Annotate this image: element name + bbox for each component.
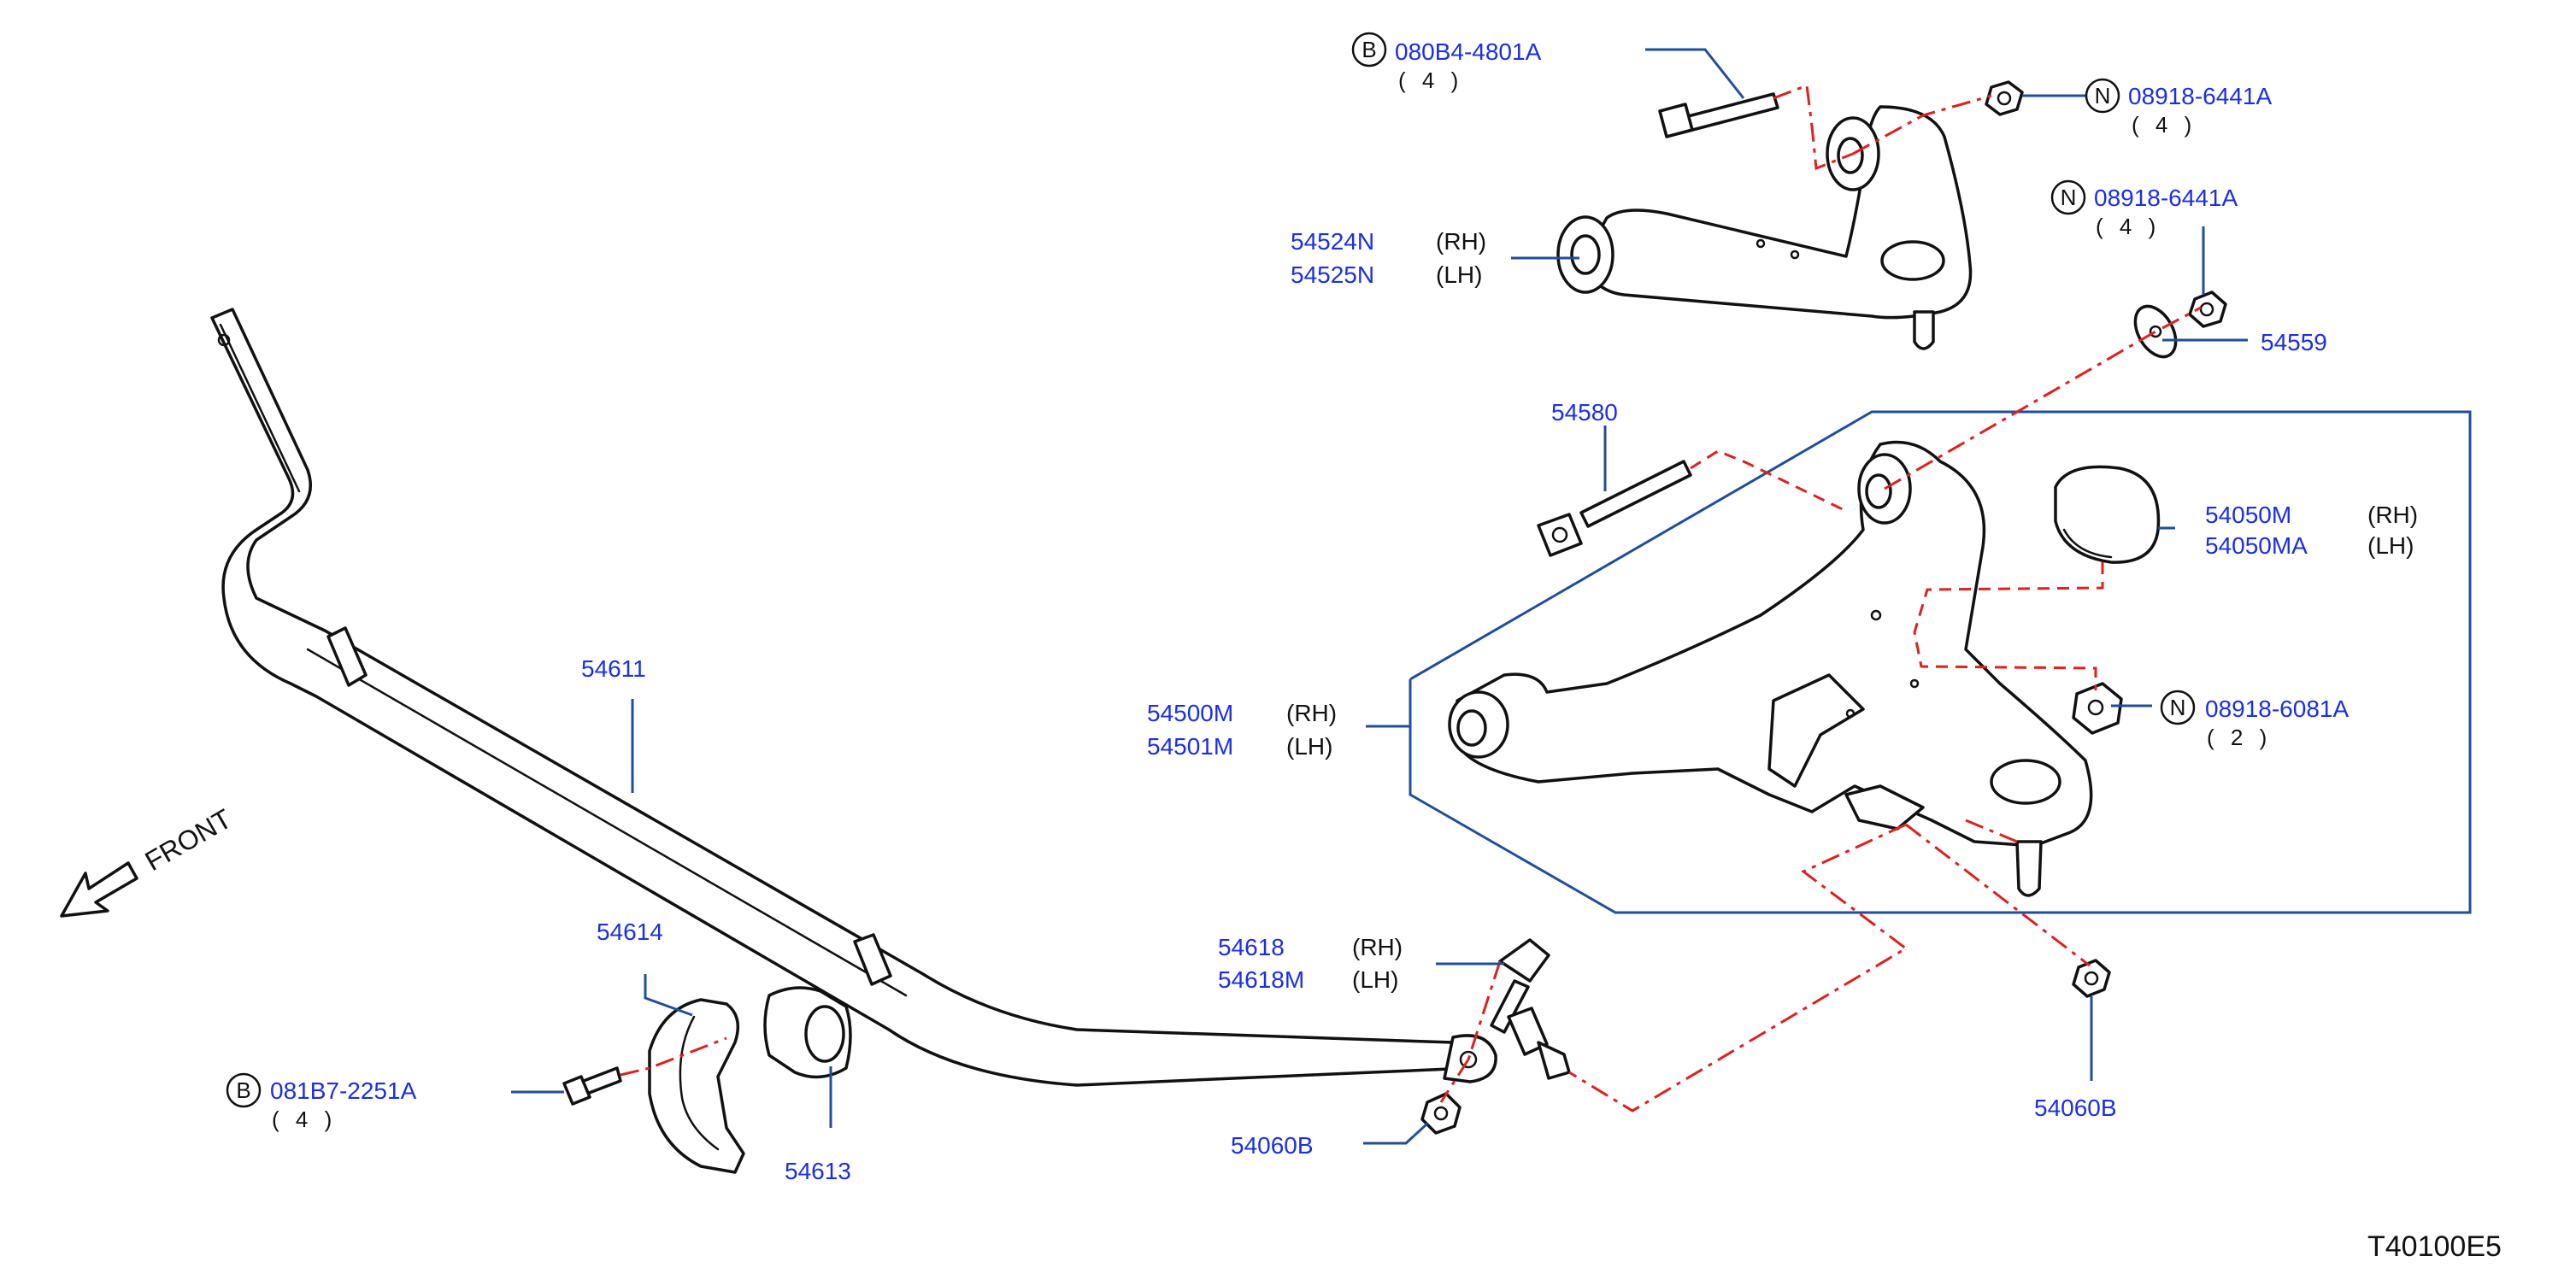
assembly-lines [620, 83, 2202, 1112]
callout-link-nut-left: 54060B [1231, 1132, 1314, 1159]
part-number: 081B7-2251A [270, 1077, 417, 1104]
marker-letter: N [2061, 185, 2077, 210]
stabilizer-link [1490, 938, 1571, 1080]
upper-arm-bolt [1658, 92, 1779, 138]
callout-stabilizer: 54611 [581, 655, 646, 682]
upper-arm-nut [1985, 80, 2024, 116]
callout-n-lower-nut: N 08918-6081A ( 2 ) [2160, 690, 2349, 750]
quantity: ( 4 ) [1398, 68, 1463, 93]
marker-circle [1351, 32, 1387, 68]
marker-letter: N [2170, 695, 2186, 720]
callout-upper-arm: 54524N (RH) 54525N (LH) [1291, 228, 1486, 288]
stabilizer-clamp [648, 998, 745, 1174]
part-number-lh: 54618M [1218, 966, 1304, 993]
callout-bump-stop: 54050M (RH) 54050MA (LH) [2205, 502, 2418, 559]
side-rh: (RH) [2367, 502, 2418, 528]
link-nut-right [2072, 959, 2111, 998]
marker-letter: B [236, 1077, 250, 1103]
part-number: 08918-6441A [2128, 83, 2272, 109]
part-number-rh: 54618 [1218, 934, 1285, 960]
front-arrow: FRONT [60, 803, 237, 918]
callout-bushing: 54613 [785, 1158, 851, 1184]
marker-circle [226, 1072, 262, 1108]
clamp-bolt [562, 1066, 622, 1106]
quantity: ( 2 ) [2207, 725, 2272, 750]
diagram-code: T40100E5 [2367, 1230, 2502, 1263]
link-nut-left [1420, 1092, 1461, 1135]
callout-cam-bolt: 54580 [1551, 399, 1618, 426]
washer-54559 [2133, 304, 2178, 359]
bump-stop [2054, 465, 2161, 564]
part-number-lh: 54501M [1147, 733, 1233, 760]
side-rh: (RH) [1352, 934, 1403, 960]
front-label: FRONT [140, 803, 237, 877]
stabilizer-bar [210, 308, 1497, 1087]
callout-link-nut-right: 54060B [2034, 1095, 2117, 1121]
side-lh: (LH) [1352, 966, 1398, 993]
side-rh: (RH) [1286, 700, 1337, 726]
marker-letter: B [1362, 37, 1376, 62]
mid-nut [2188, 291, 2227, 328]
leader-lines [511, 48, 2248, 1145]
side-lh: (LH) [2367, 532, 2414, 559]
upper-arm [1556, 105, 1973, 350]
lower-arm [1448, 440, 2093, 897]
side-lh: (LH) [1286, 733, 1332, 760]
lower-arm-frame [1409, 410, 2472, 914]
callout-b-081b7: B 081B7-2251A ( 4 ) [226, 1072, 417, 1132]
callout-b-080b4: B 080B4-4801A ( 4 ) [1351, 32, 1542, 93]
marker-circle [2085, 78, 2120, 114]
quantity: ( 4 ) [2132, 112, 2197, 138]
marker-circle [2160, 690, 2196, 725]
side-rh: (RH) [1436, 228, 1486, 255]
part-number: 080B4-4801A [1395, 38, 1542, 65]
lower-nut-6081 [2072, 682, 2123, 735]
part-number-rh: 54500M [1147, 700, 1233, 726]
part-number-rh: 54050M [2205, 502, 2291, 528]
stabilizer-bushing [763, 986, 852, 1079]
marker-circle [2050, 179, 2086, 215]
side-lh: (LH) [1436, 261, 1482, 288]
cam-bolt [1537, 460, 1692, 557]
part-number-lh: 54525N [1291, 261, 1374, 288]
callout-lower-arm: 54500M (RH) 54501M (LH) [1147, 700, 1337, 760]
callout-n-mid-nut: N 08918-6441A ( 4 ) [2050, 179, 2238, 239]
quantity: ( 4 ) [2096, 214, 2161, 239]
part-number-lh: 54050MA [2205, 532, 2308, 559]
part-number-rh: 54524N [1291, 228, 1374, 255]
callout-n-upper-nut: N 08918-6441A ( 4 ) [2085, 78, 2272, 138]
part-number: 08918-6441A [2094, 185, 2238, 211]
quantity: ( 4 ) [272, 1107, 337, 1132]
part-number: 08918-6081A [2205, 696, 2349, 722]
marker-letter: N [2095, 83, 2111, 109]
callout-link: 54618 (RH) 54618M (LH) [1218, 934, 1403, 993]
callout-washer: 54559 [2261, 329, 2327, 355]
callout-clamp: 54614 [597, 919, 663, 945]
